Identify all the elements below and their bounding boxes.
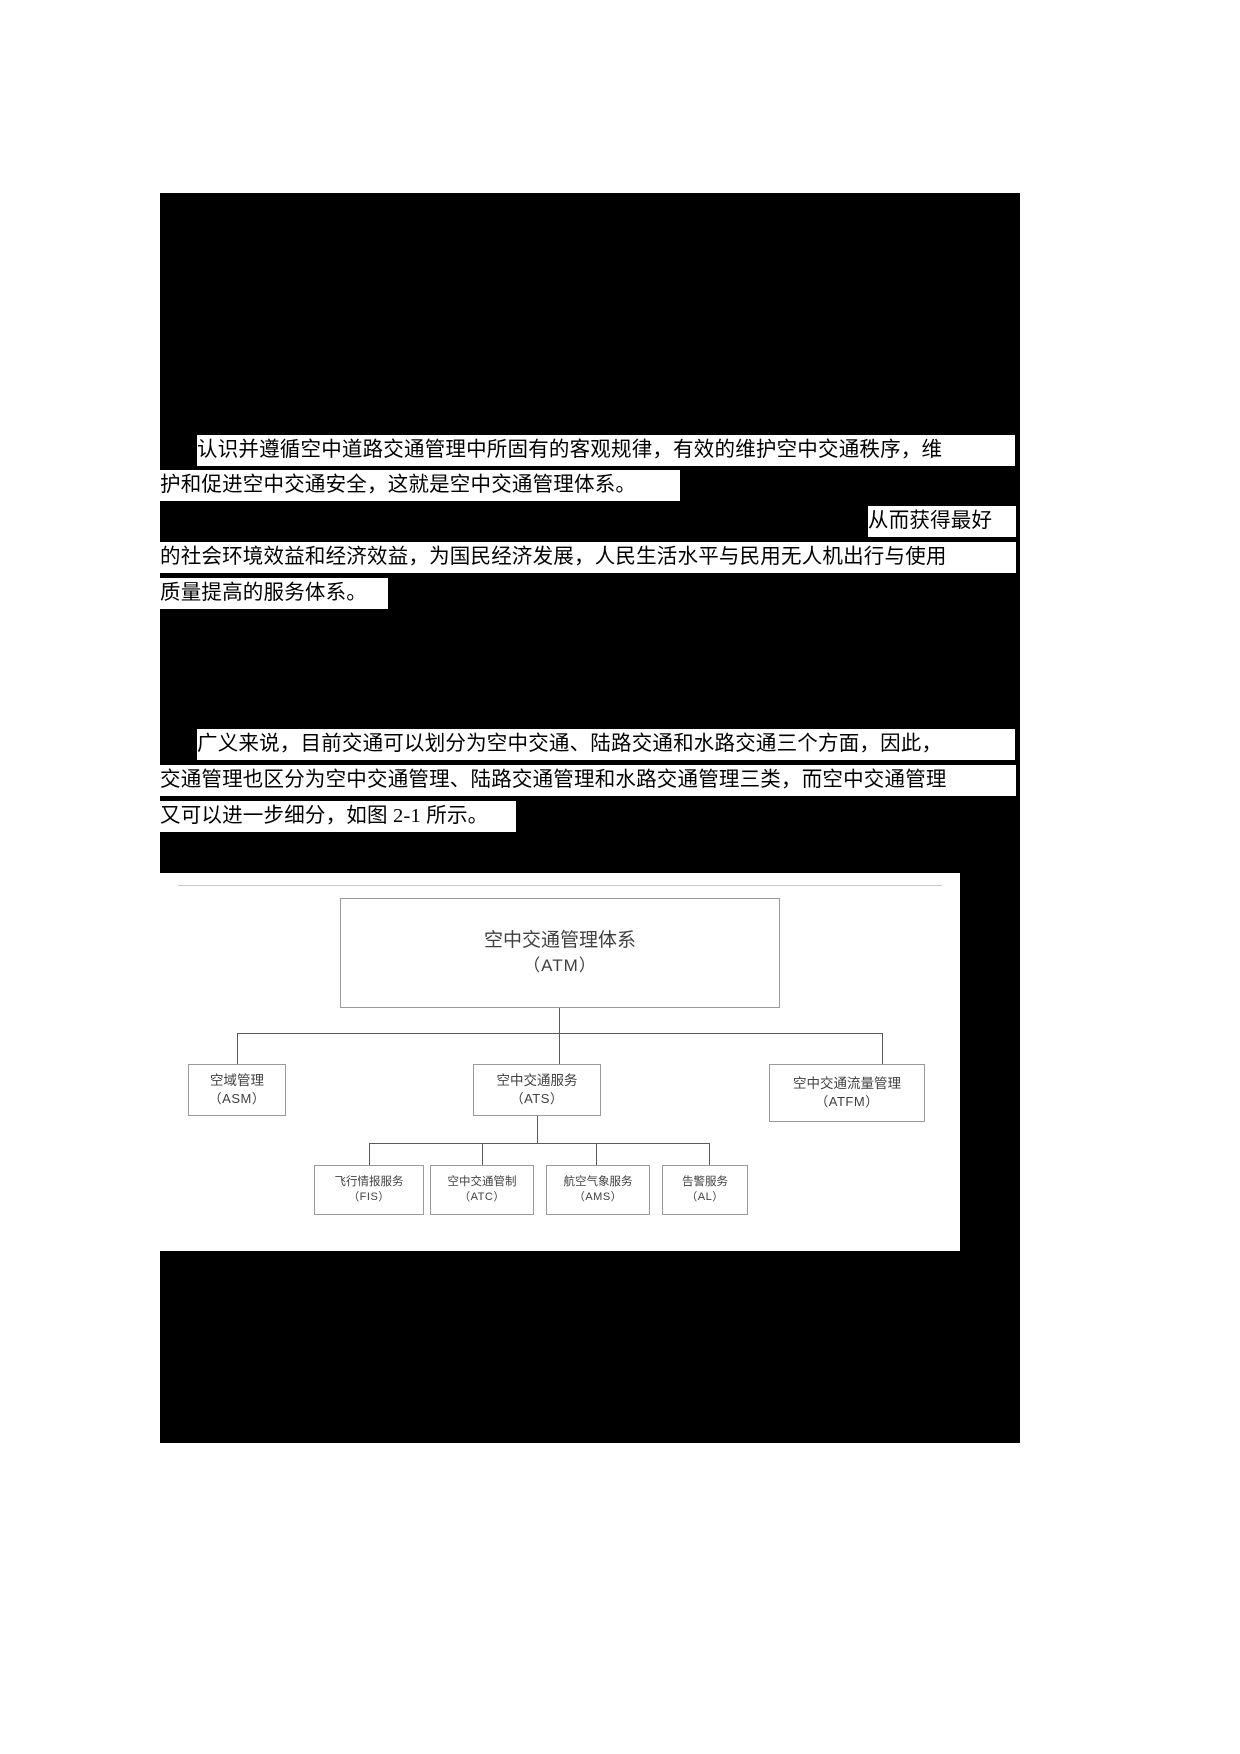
node-ats-label: 空中交通服务	[496, 1073, 578, 1088]
connector-bus-level3	[369, 1143, 709, 1144]
paragraph-line: 从而获得最好	[868, 506, 1016, 537]
node-atfm-abbr: （ATFM）	[815, 1094, 879, 1109]
connector-drop-asm	[237, 1033, 238, 1064]
paragraph-line: 认识并遵循空中道路交通管理中所固有的客观规律，有效的维护空中交通秩序，维	[197, 435, 1015, 466]
node-asm-label: 空域管理	[210, 1073, 264, 1088]
figure-2-1: 空中交通管理体系 （ATM） 空域管理 （ASM） 空中交通服务 （ATS） 空…	[160, 873, 960, 1251]
paragraph-line: 广义来说，目前交通可以划分为空中交通、陆路交通和水路交通三个方面，因此，	[197, 729, 1015, 760]
connector-drop-fis	[369, 1143, 370, 1165]
node-atc: 空中交通管制 （ATC）	[430, 1165, 534, 1215]
connector-root-down	[559, 1008, 560, 1033]
node-fis-label: 飞行情报服务	[334, 1176, 404, 1188]
node-asm: 空域管理 （ASM）	[188, 1064, 286, 1116]
node-atc-abbr: （ATC）	[459, 1191, 505, 1203]
node-ams: 航空气象服务 （AMS）	[546, 1165, 650, 1215]
paragraph-line: 质量提高的服务体系。	[160, 578, 388, 609]
node-atm-label: 空中交通管理体系	[483, 930, 636, 951]
connector-drop-al	[709, 1143, 710, 1165]
connector-ats-down	[537, 1116, 538, 1143]
connector-drop-ats	[559, 1033, 560, 1064]
node-atm: 空中交通管理体系 （ATM）	[340, 898, 780, 1008]
node-atm-abbr: （ATM）	[523, 956, 597, 975]
connector-drop-atfm	[882, 1033, 883, 1064]
paragraph-line: 护和促进空中交通安全，这就是空中交通管理体系。	[160, 470, 680, 501]
connector-drop-ams	[596, 1143, 597, 1165]
paragraph-line: 又可以进一步细分，如图 2-1 所示。	[160, 801, 516, 832]
node-asm-abbr: （ASM）	[208, 1091, 266, 1106]
node-fis-abbr: （FIS）	[348, 1191, 390, 1203]
paragraph-line: 交通管理也区分为空中交通管理、陆路交通管理和水路交通管理三类，而空中交通管理	[160, 765, 1016, 796]
node-al-label: 告警服务	[682, 1176, 728, 1188]
node-ams-abbr: （AMS）	[573, 1191, 623, 1203]
node-atc-label: 空中交通管制	[447, 1176, 517, 1188]
node-ams-label: 航空气象服务	[563, 1176, 633, 1188]
node-ats: 空中交通服务 （ATS）	[473, 1064, 601, 1116]
node-ats-abbr: （ATS）	[510, 1091, 564, 1106]
paragraph-line: 的社会环境效益和经济效益，为国民经济发展，人民生活水平与民用无人机出行与使用	[160, 542, 1016, 573]
node-atfm: 空中交通流量管理 （ATFM）	[769, 1064, 925, 1122]
figure-top-rule	[178, 885, 942, 886]
node-al-abbr: （AL）	[686, 1191, 724, 1203]
connector-drop-atc	[482, 1143, 483, 1165]
node-atfm-label: 空中交通流量管理	[793, 1076, 901, 1091]
node-al: 告警服务 （AL）	[662, 1165, 748, 1215]
node-fis: 飞行情报服务 （FIS）	[314, 1165, 424, 1215]
